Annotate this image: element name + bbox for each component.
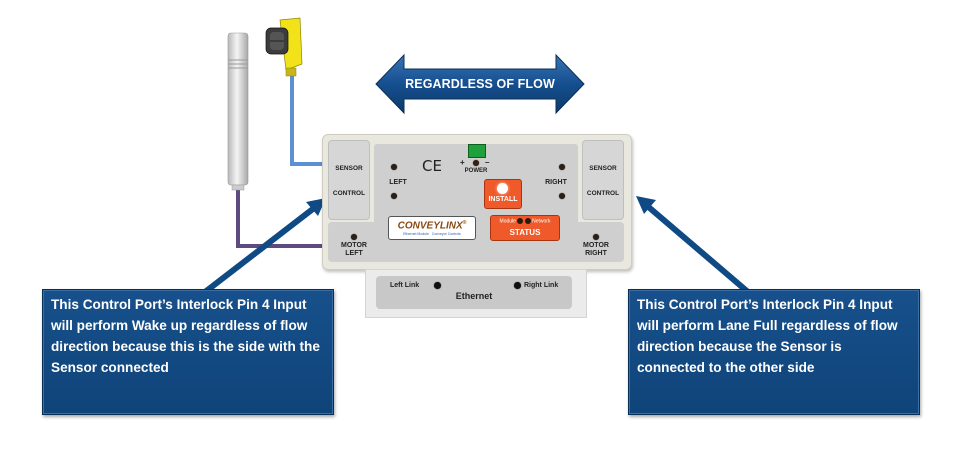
right-callout-text: This Control Port’s Interlock Pin 4 Inpu… xyxy=(637,297,898,375)
power-connector-icon xyxy=(468,144,486,158)
status-label: STATUS xyxy=(509,228,541,237)
motor-left-label: MOTOR LEFT xyxy=(336,242,372,258)
logo-subtitle: Ethernet Module Conveyor Controls xyxy=(389,232,475,236)
module-status-led xyxy=(517,218,524,224)
install-led xyxy=(497,183,508,194)
right-label: RIGHT xyxy=(545,179,567,186)
network-status-label: Network xyxy=(532,218,551,225)
power-label: POWER xyxy=(464,168,488,174)
right-link-label: Right Link xyxy=(524,282,559,289)
right-control-led xyxy=(559,193,565,199)
module-status-label: Module xyxy=(499,218,516,225)
motor-right-line1: MOTOR xyxy=(583,242,609,249)
registered-mark: ® xyxy=(462,220,467,226)
left-sensor-led xyxy=(391,164,397,170)
power-led xyxy=(473,160,479,166)
ethernet-title: Ethernet xyxy=(455,291,493,301)
logo-text: CONVEYLINX xyxy=(397,220,463,232)
status-panel: Module Network STATUS xyxy=(490,215,560,241)
motor-left-led xyxy=(351,234,357,240)
logo-name: CONVEYLINX® xyxy=(389,220,475,231)
install-button[interactable]: INSTALL xyxy=(484,179,522,209)
conveylinx-logo: CONVEYLINX® Ethernet Module Conveyor Con… xyxy=(388,216,476,240)
motor-right-line2: RIGHT xyxy=(585,250,607,257)
left-callout: This Control Port’s Interlock Pin 4 Inpu… xyxy=(42,289,334,415)
logo-sub-left: Ethernet Module xyxy=(403,232,429,236)
tube-sensor-icon xyxy=(227,32,249,191)
left-callout-text: This Control Port’s Interlock Pin 4 Inpu… xyxy=(51,297,320,375)
network-status-led xyxy=(524,218,531,224)
power-plus: + xyxy=(460,158,465,167)
status-led-row: Module Network xyxy=(491,218,559,224)
left-link-led xyxy=(434,282,441,289)
photo-eye-sensor-icon xyxy=(265,17,303,77)
power-minus: – xyxy=(485,158,490,167)
right-link-led xyxy=(514,282,521,289)
motor-panel xyxy=(328,222,624,262)
motor-right-led xyxy=(593,234,599,240)
motor-right-label: MOTOR RIGHT xyxy=(578,242,614,258)
left-label: LEFT xyxy=(389,179,407,186)
double-arrow-icon xyxy=(375,53,585,115)
right-sensor-label: SENSOR xyxy=(589,165,617,172)
left-pointer-arrow xyxy=(203,198,326,295)
right-pointer-arrow xyxy=(636,196,750,295)
logo-sub-right: Conveyor Controls xyxy=(431,232,461,236)
right-control-label: CONTROL xyxy=(586,190,620,197)
motor-left-line2: LEFT xyxy=(345,250,363,257)
ethernet-inner: Left Link Right Link Ethernet xyxy=(376,276,572,309)
install-label: INSTALL xyxy=(488,196,518,203)
sensor-cable xyxy=(290,76,330,166)
right-callout: This Control Port’s Interlock Pin 4 Inpu… xyxy=(628,289,920,415)
ce-mark: CE xyxy=(422,157,442,175)
right-sensor-led xyxy=(559,164,565,170)
left-link-label: Left Link xyxy=(390,282,420,289)
ethernet-panel: Left Link Right Link Ethernet xyxy=(365,269,587,318)
left-port-tab: SENSOR CONTROL xyxy=(328,140,370,220)
flow-direction-arrow: REGARDLESS OF FLOW xyxy=(374,53,586,115)
conveylinx-module: SENSOR CONTROL SENSOR CONTROL LEFT CE + … xyxy=(322,134,632,270)
right-port-tab: SENSOR CONTROL xyxy=(582,140,624,220)
left-control-led xyxy=(391,193,397,199)
left-control-label: CONTROL xyxy=(332,190,366,197)
control-cable xyxy=(236,190,330,248)
flow-label: REGARDLESS OF FLOW xyxy=(405,77,555,91)
left-sensor-label: SENSOR xyxy=(335,165,363,172)
motor-left-line1: MOTOR xyxy=(341,242,367,249)
